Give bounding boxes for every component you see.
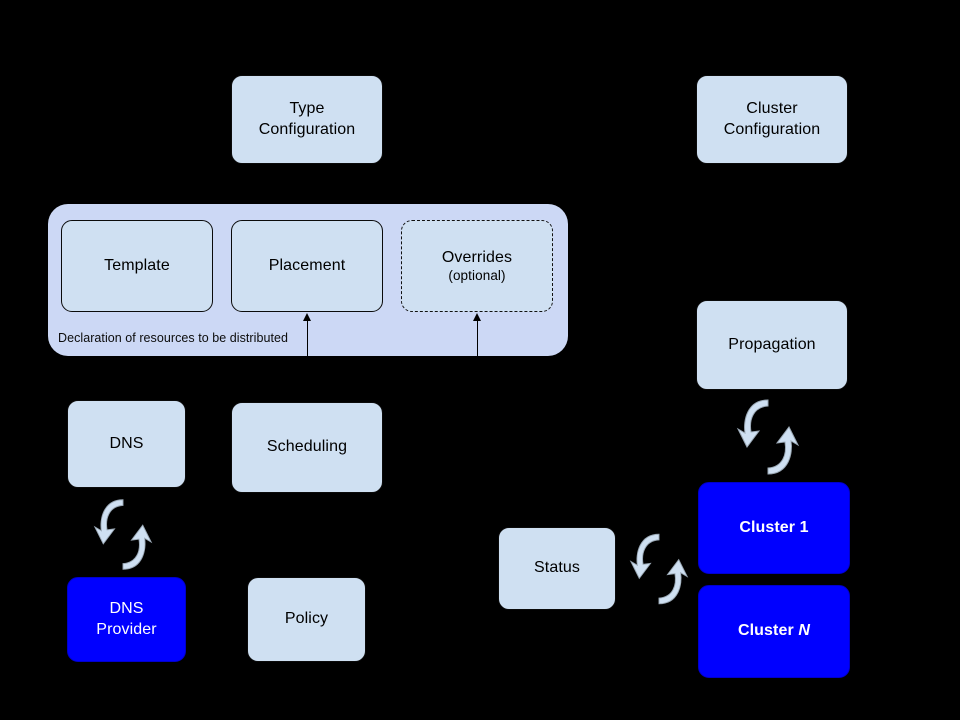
node-cluster-n[interactable]: Cluster N <box>698 585 850 678</box>
node-propagation[interactable]: Propagation <box>696 300 848 390</box>
connector-type-config-to-overrides <box>477 196 478 210</box>
node-policy-label: Policy <box>284 610 329 628</box>
node-template-label: Template <box>104 256 170 274</box>
node-dns-provider-text: DNS Provider <box>96 599 156 640</box>
node-dns[interactable]: DNS <box>67 400 186 488</box>
node-placement[interactable]: Placement <box>231 220 383 312</box>
connector-type-config-to-placement <box>307 196 308 210</box>
node-dns-provider[interactable]: DNS Provider <box>67 577 186 662</box>
connector-policy-to-overrides <box>477 320 478 402</box>
node-type-configuration[interactable]: Type Configuration <box>231 75 383 164</box>
node-dns-label: DNS <box>109 434 144 452</box>
sync-arrows-icon-status <box>628 528 690 610</box>
node-cluster-configuration-text: Cluster Configuration <box>724 99 820 140</box>
node-type-configuration-text: Type Configuration <box>259 99 355 140</box>
node-template[interactable]: Template <box>61 220 213 312</box>
node-policy[interactable]: Policy <box>247 577 366 662</box>
node-overrides-label: Overrides <box>441 248 513 266</box>
node-type-configuration-line2: Configuration <box>258 120 356 138</box>
node-overrides-text: Overrides (optional) <box>442 248 512 285</box>
node-cluster-configuration-line2: Configuration <box>723 120 821 138</box>
node-cluster-n-label: Cluster <box>737 622 799 640</box>
connector-type-config-to-template <box>137 196 138 210</box>
sync-arrows-icon-propagation <box>735 395 801 479</box>
node-scheduling[interactable]: Scheduling <box>231 402 383 493</box>
node-cluster-configuration[interactable]: Cluster Configuration <box>696 75 848 164</box>
sync-arrows-icon-dns <box>92 493 154 576</box>
node-placement-label: Placement <box>268 256 346 274</box>
node-propagation-label: Propagation <box>728 335 816 353</box>
node-type-configuration-line1: Type <box>289 100 325 118</box>
connector-policy-to-overrides-head <box>473 313 481 321</box>
node-dns-provider-line1: DNS <box>109 600 144 618</box>
node-dns-provider-line2: Provider <box>96 620 157 638</box>
group-caption: Declaration of resources to be distribut… <box>58 331 288 345</box>
node-cluster-1-label: Cluster 1 <box>739 518 809 536</box>
node-cluster-n-index: N <box>798 622 811 640</box>
node-overrides[interactable]: Overrides (optional) <box>401 220 553 312</box>
node-status-label: Status <box>534 559 580 577</box>
connector-scheduling-to-placement-head <box>303 313 311 321</box>
node-cluster-configuration-line1: Cluster <box>746 100 798 118</box>
node-status[interactable]: Status <box>498 527 616 610</box>
node-scheduling-label: Scheduling <box>266 438 348 456</box>
node-cluster-n-text: Cluster N <box>738 621 810 641</box>
node-cluster-1[interactable]: Cluster 1 <box>698 482 850 574</box>
connector-scheduling-to-placement <box>307 320 308 402</box>
node-overrides-sublabel: (optional) <box>448 268 506 284</box>
